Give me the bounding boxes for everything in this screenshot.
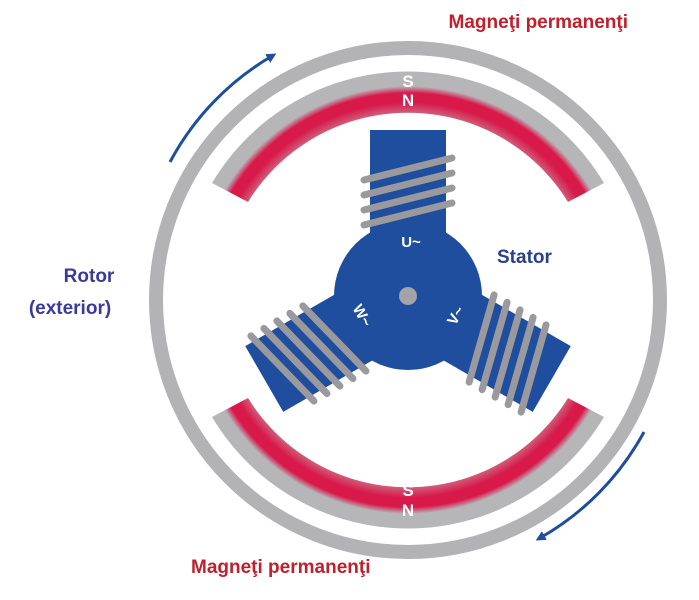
- shaft: [399, 287, 417, 305]
- coil-w: [247, 302, 370, 405]
- rotation-arrow-bottom: [535, 431, 646, 541]
- coil-v: [465, 291, 550, 416]
- rotor-ring: [149, 41, 667, 559]
- pole-bottom-n: N: [402, 501, 414, 520]
- permanent-magnet-bottom: [212, 398, 604, 529]
- rotor-label-exterior: (exterior): [29, 298, 111, 319]
- pole-top-n: N: [402, 91, 414, 110]
- magnets-label-top: Magneţi permanenţi: [449, 12, 628, 33]
- coil-u: [360, 154, 456, 229]
- rotor-label: Rotor: [64, 266, 115, 287]
- permanent-magnet-top: [212, 71, 604, 202]
- pole-bottom-s: S: [402, 481, 413, 500]
- magnets-label-bottom: Magneţi permanenţi: [191, 557, 370, 578]
- rotation-arrow-top: [168, 53, 277, 163]
- phase-label-u: U~: [401, 234, 421, 251]
- pole-top-s: S: [402, 72, 413, 91]
- stator-label: Stator: [497, 247, 553, 268]
